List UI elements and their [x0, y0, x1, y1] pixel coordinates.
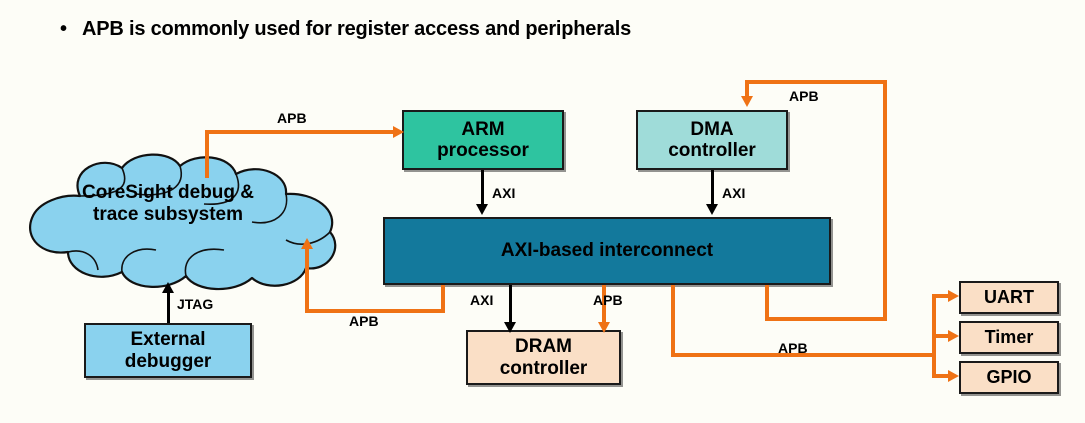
axi-interconnect-block[interactable]: AXI-based interconnect [383, 217, 831, 285]
apb-peripherals-horizontal [671, 353, 936, 357]
apb-cloud-arm-label: APB [277, 110, 307, 126]
cloud-shape-icon [29, 153, 337, 291]
apb-dram-arrowhead [598, 322, 610, 333]
apb-cloud-return-label: APB [349, 313, 379, 329]
apb-gpio-branch [932, 374, 951, 378]
jtag-arrowhead [162, 282, 174, 293]
axi-dma-label: AXI [722, 185, 746, 201]
apb-gpio-arrowhead [948, 370, 959, 382]
axi-arm-arrowhead [476, 204, 488, 215]
apb-interconnect-right-horizontal [765, 317, 887, 321]
apb-cloud-return-up [305, 247, 309, 309]
axi-arm-line [481, 170, 484, 207]
dma-controller-label-line1: DMA [690, 118, 734, 140]
apb-dma-drop-vertical [745, 80, 749, 98]
arm-processor-block[interactable]: ARM processor [402, 110, 564, 170]
apb-uart-arrowhead [948, 290, 959, 302]
apb-uart-branch [932, 294, 951, 298]
axi-dma-line [711, 170, 714, 207]
dma-controller-label-line2: controller [668, 140, 756, 161]
apb-interconnect-right-vertical [765, 285, 769, 321]
arm-processor-label-line1: ARM [461, 118, 505, 140]
apb-dma-right-vertical [883, 80, 887, 321]
axi-arm-label: AXI [492, 185, 516, 201]
jtag-label: JTAG [177, 296, 214, 312]
axi-dram-label: AXI [470, 292, 494, 308]
external-debugger-label-line2: debugger [124, 350, 212, 372]
uart-label: UART [984, 287, 1034, 308]
axi-dma-arrowhead [706, 204, 718, 215]
apb-dma-label: APB [789, 88, 819, 104]
timer-label: Timer [984, 327, 1034, 348]
coresight-cloud[interactable]: CoreSight debug & trace subsystem [18, 152, 348, 292]
external-debugger-block[interactable]: External debugger [84, 323, 252, 378]
jtag-line [167, 292, 170, 323]
dma-controller-block[interactable]: DMA controller [636, 110, 788, 170]
uart-block[interactable]: UART [959, 281, 1059, 314]
bullet-text: APB is commonly used for register access… [82, 18, 632, 40]
dram-controller-label-line2: controller [499, 357, 588, 379]
apb-cloud-arm-horizontal [205, 130, 395, 134]
axi-dram-arrowhead [504, 322, 516, 333]
apb-dma-arrowhead [741, 96, 753, 107]
apb-peripherals-vertical [671, 285, 675, 357]
axi-interconnect-label: AXI-based interconnect [500, 240, 714, 262]
arm-processor-label-line2: processor [437, 140, 529, 161]
dram-controller-label-line1: DRAM [515, 336, 572, 358]
gpio-block[interactable]: GPIO [959, 361, 1059, 394]
apb-timer-branch [932, 334, 951, 338]
timer-block[interactable]: Timer [959, 321, 1059, 354]
external-debugger-label-line1: External [130, 329, 206, 351]
apb-cloud-return-down [441, 285, 445, 313]
apb-cloud-arm-arrowhead [393, 126, 404, 138]
dram-controller-block[interactable]: DRAM controller [466, 330, 621, 385]
apb-cloud-return-arrowhead [301, 238, 313, 249]
apb-timer-arrowhead [948, 330, 959, 342]
apb-cloud-arm-vertical [205, 130, 209, 178]
apb-dram-line [602, 285, 606, 325]
page-title: • APB is commonly used for register acces… [60, 18, 1000, 41]
apb-peripherals-label: APB [778, 340, 808, 356]
axi-dram-line [509, 285, 512, 325]
gpio-label: GPIO [986, 367, 1032, 388]
bullet-marker: • [60, 18, 67, 40]
apb-dma-top-horizontal [745, 80, 887, 84]
apb-dram-label: APB [593, 292, 623, 308]
apb-cloud-return-horizontal [305, 309, 445, 313]
